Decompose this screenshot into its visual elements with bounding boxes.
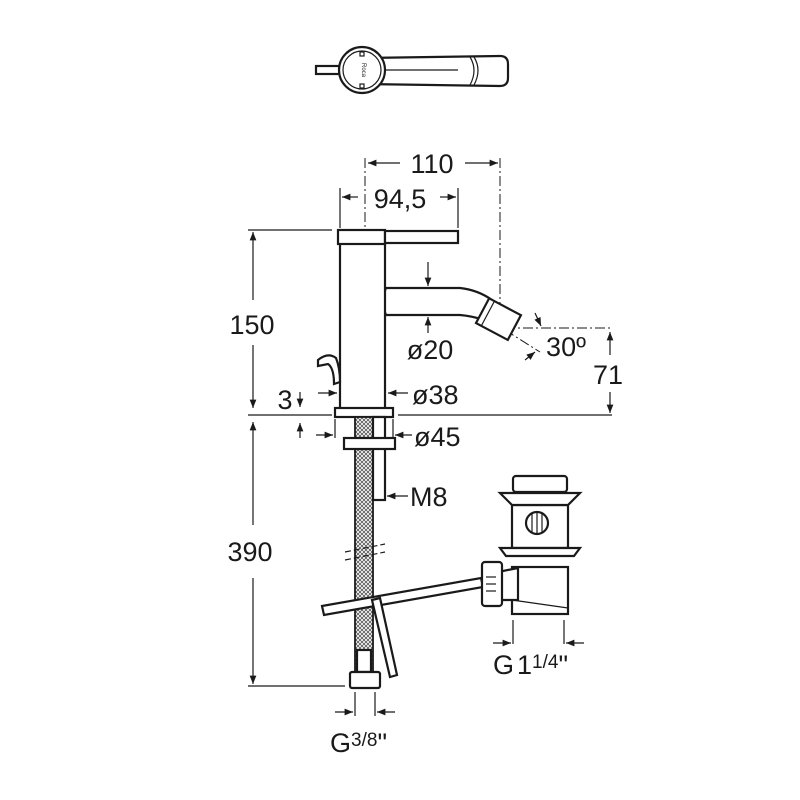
svg-text:ø45: ø45 [414,422,461,452]
drain-plug [511,474,569,494]
dim-3: 3 [277,385,304,438]
popup-rod-end [370,596,399,679]
dim-110: 110 [368,149,498,179]
dim-ø20: ø20 [407,262,454,365]
svg-text:390: 390 [227,537,272,567]
popup-lever [316,354,342,386]
hose-nut [348,670,382,690]
dim-71: 71 [593,332,623,413]
svg-text:71: 71 [593,360,623,390]
g-label: G [493,650,514,680]
spout [381,286,494,322]
body-column [338,241,387,412]
drain-assembly [480,474,583,616]
lever-handle [383,229,460,245]
top-handle-bar [361,54,510,88]
dim-150: 150 [229,229,332,408]
g-label: G [330,728,351,758]
dim-m8: M8 [387,482,448,512]
svg-text:150: 150 [229,310,274,340]
popup-rod [320,576,485,617]
mixer-body [316,228,523,419]
dim-ø38: ø38 [318,380,459,410]
dim-g3-8: G3/8" [330,692,395,758]
logo: Roca [360,63,366,78]
flexible-hose [354,416,374,673]
under-sink-assembly [320,415,485,690]
lever-cap [336,228,387,246]
svg-text:3: 3 [277,385,292,415]
dim-94-5: 94,5 [339,184,459,228]
m8-rod [371,415,387,502]
dim-ø45: ø45 [316,419,461,452]
fraction-3-8: 3/8 [351,730,377,751]
dim-390: 390 [227,422,345,687]
spout-nozzle [474,296,523,342]
svg-text:G11/4": G11/4" [493,650,568,680]
svg-text:ø38: ø38 [412,380,459,410]
svg-text:G3/8": G3/8" [330,728,387,758]
drain-flange [497,491,583,507]
base-flange [333,406,395,419]
svg-text:110: 110 [410,149,453,179]
fixing-washer [342,436,397,451]
svg-text:M8: M8 [410,482,448,512]
top-view: Roca [314,45,510,95]
svg-text:ø20: ø20 [407,335,454,365]
dim-30-degrees: 30º [524,312,586,362]
top-body-circle [337,45,387,95]
svg-text:30º: 30º [546,332,586,362]
svg-text:94,5: 94,5 [374,184,427,214]
